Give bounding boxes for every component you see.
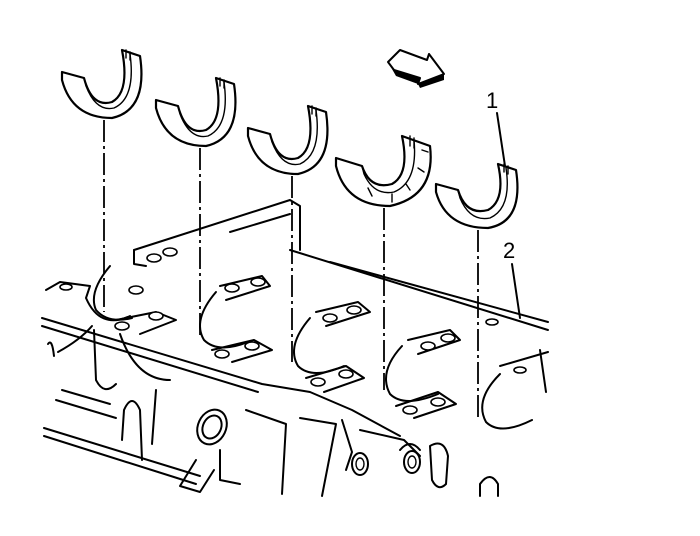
engine-block <box>41 199 549 497</box>
bearing-4-thrust <box>334 134 432 208</box>
bearing-5-callout-1 <box>434 162 519 230</box>
callout-1-leader <box>496 112 506 167</box>
bearing-3 <box>246 104 329 176</box>
bearing-2 <box>154 76 237 148</box>
alignment-lines <box>103 120 479 420</box>
callout-2-leader <box>511 263 521 319</box>
bearing-1 <box>60 48 143 120</box>
callout-2-label: 2 <box>503 238 516 263</box>
callout-1-label: 1 <box>486 88 499 113</box>
direction-arrow-icon <box>387 49 445 88</box>
